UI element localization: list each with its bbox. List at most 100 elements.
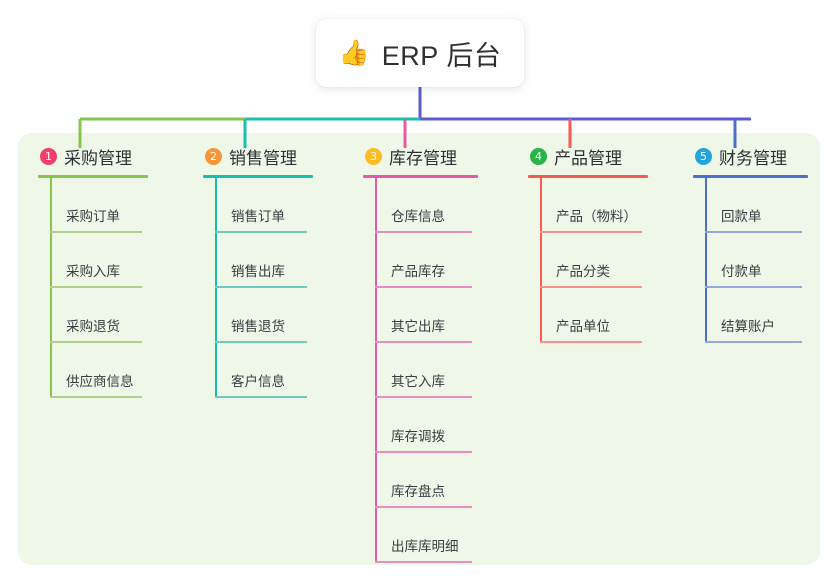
leaf-item[interactable]: 回款单 [693,178,808,233]
column-title: 库存管理 [389,148,457,168]
column-badge-4: 4 [530,147,547,165]
leaf-list: 销售订单销售出库销售退货客户信息 [203,178,313,398]
leaf-item[interactable]: 销售订单 [203,178,313,233]
column-采购管理: 1 采购管理采购订单采购入库采购退货供应商信息 [38,143,148,398]
leaf-rule [215,286,307,288]
column-badge-2: 2 [205,147,222,165]
leaf-item[interactable]: 其它出库 [363,288,478,343]
leaf-rule [375,561,472,563]
leaf-item[interactable]: 产品库存 [363,233,478,288]
leaf-spine [50,178,52,398]
column-header-4[interactable]: 4 产品管理 [528,143,648,169]
leaf-item[interactable]: 其它入库 [363,343,478,398]
leaf-item[interactable]: 销售退货 [203,288,313,343]
leaf-item[interactable]: 仓库信息 [363,178,478,233]
leaf-label: 产品分类 [556,264,610,279]
leaf-rule [50,341,142,343]
leaf-item[interactable]: 客户信息 [203,343,313,398]
column-rule [528,175,648,178]
leaf-rule [705,231,802,233]
leaf-item[interactable]: 采购订单 [38,178,148,233]
leaf-list: 采购订单采购入库采购退货供应商信息 [38,178,148,398]
leaf-label: 客户信息 [231,374,285,389]
leaf-item[interactable]: 库存盘点 [363,453,478,508]
leaf-list: 产品（物料） 产品分类产品单位 [528,178,648,343]
leaf-rule [375,506,472,508]
leaf-rule [375,396,472,398]
leaf-rule [50,286,142,288]
leaf-label: 其它入库 [391,374,445,389]
column-badge-1: 1 [40,147,57,165]
thumbs-up-icon: 👍 [338,38,370,67]
column-title: 采购管理 [64,148,132,168]
leaf-rule [705,341,802,343]
leaf-list: 回款单付款单结算账户 [693,178,808,343]
column-header-1[interactable]: 1 采购管理 [38,143,148,169]
leaf-rule [375,451,472,453]
leaf-rule [540,231,642,233]
leaf-label: 出库库明细 [391,539,459,554]
column-badge-3: 3 [365,147,382,165]
column-产品管理: 4 产品管理产品（物料） 产品分类产品单位 [528,143,648,343]
column-header-3[interactable]: 3 库存管理 [363,143,478,169]
leaf-item[interactable]: 付款单 [693,233,808,288]
leaf-item[interactable]: 销售出库 [203,233,313,288]
leaf-item[interactable]: 采购入库 [38,233,148,288]
column-rule [693,175,808,178]
leaf-label: 采购订单 [66,209,120,224]
leaf-label: 回款单 [721,209,762,224]
leaf-label: 付款单 [721,264,762,279]
leaf-item[interactable]: 供应商信息 [38,343,148,398]
leaf-label: 销售出库 [231,264,285,279]
column-库存管理: 3 库存管理仓库信息产品库存其它出库其它入库库存调拨库存盘点出库库明细 [363,143,478,563]
leaf-item[interactable]: 产品（物料） [528,178,648,233]
leaf-rule [375,286,472,288]
leaf-rule [215,341,307,343]
column-title: 产品管理 [554,148,622,168]
leaf-rule [215,231,307,233]
leaf-label: 其它出库 [391,319,445,334]
column-title: 财务管理 [719,148,787,168]
root-node[interactable]: 👍 ERP 后台 [316,19,524,87]
leaf-label: 销售订单 [231,209,285,224]
column-rule [203,175,313,178]
leaf-label: 仓库信息 [391,209,445,224]
leaf-rule [215,396,307,398]
leaf-label: 销售退货 [231,319,285,334]
leaf-label: 库存调拨 [391,429,445,444]
leaf-label: 采购退货 [66,319,120,334]
leaf-rule [540,286,642,288]
leaf-list: 仓库信息产品库存其它出库其它入库库存调拨库存盘点出库库明细 [363,178,478,563]
column-badge-5: 5 [695,147,712,165]
leaf-label: 产品（物料） [556,209,637,224]
column-销售管理: 2 销售管理销售订单销售出库销售退货客户信息 [203,143,313,398]
leaf-spine [705,178,707,343]
leaf-item[interactable]: 出库库明细 [363,508,478,563]
leaf-item[interactable]: 产品分类 [528,233,648,288]
content-panel [18,133,820,565]
leaf-label: 产品库存 [391,264,445,279]
leaf-item[interactable]: 结算账户 [693,288,808,343]
leaf-item[interactable]: 采购退货 [38,288,148,343]
leaf-rule [375,231,472,233]
leaf-spine [375,178,377,563]
leaf-spine [540,178,542,343]
root-title: ERP 后台 [381,40,502,71]
column-财务管理: 5 财务管理回款单付款单结算账户 [693,143,808,343]
leaf-item[interactable]: 产品单位 [528,288,648,343]
column-title: 销售管理 [229,148,297,168]
leaf-rule [50,396,142,398]
leaf-spine [215,178,217,398]
column-rule [38,175,148,178]
leaf-item[interactable]: 库存调拨 [363,398,478,453]
leaf-label: 采购入库 [66,264,120,279]
column-header-2[interactable]: 2 销售管理 [203,143,313,169]
leaf-rule [375,341,472,343]
column-rule [363,175,478,178]
leaf-label: 结算账户 [721,319,775,334]
leaf-rule [540,341,642,343]
leaf-label: 库存盘点 [391,484,445,499]
column-header-5[interactable]: 5 财务管理 [693,143,808,169]
leaf-label: 产品单位 [556,319,610,334]
